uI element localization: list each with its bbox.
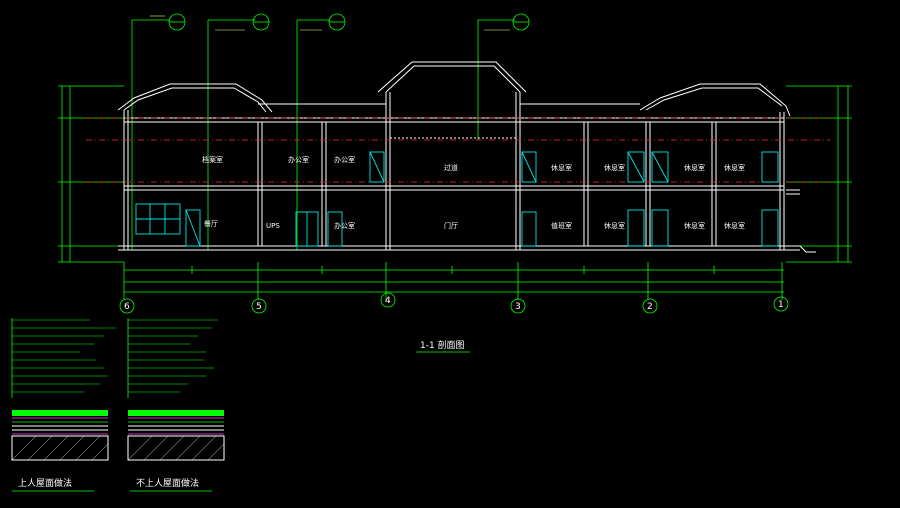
level-lines	[86, 117, 830, 183]
svg-text:4: 4	[385, 296, 391, 306]
building-section	[117, 61, 816, 253]
svg-text:1: 1	[778, 300, 784, 310]
svg-text:2: 2	[647, 302, 653, 312]
roof-notes-left	[11, 318, 116, 398]
svg-text:1-1 剖面图: 1-1 剖面图	[420, 339, 465, 351]
room-label: 门厅	[444, 221, 458, 230]
room-label: 过道	[444, 163, 458, 172]
drawing-title: 1-1 剖面图	[416, 339, 470, 353]
axis-bubbles: 6 5 4 3 2 1	[119, 292, 789, 314]
room-label: UPS	[266, 222, 280, 230]
top-callouts	[131, 13, 530, 250]
roof-detail-title-left: 上人屋面做法	[18, 477, 72, 489]
axis-bubble: 4	[380, 292, 396, 308]
axis-bubble: 6	[119, 298, 135, 314]
room-label: 档案室	[202, 155, 223, 164]
upper-room-labels: 档案室 办公室 办公室 过道 休息室 休息室 休息室 休息室	[202, 155, 745, 172]
roof-detail-title-right: 不上人屋面做法	[136, 477, 199, 489]
windows-doors	[135, 151, 779, 247]
axis-bubble: 1	[773, 296, 789, 312]
roof-detail-right	[127, 410, 225, 461]
room-label: 办公室	[288, 155, 309, 164]
roof-detail-titles: 上人屋面做法 不上人屋面做法	[12, 477, 212, 492]
room-label: 办公室	[334, 221, 355, 230]
room-label: 休息室	[724, 163, 745, 172]
svg-text:5: 5	[256, 302, 262, 312]
axis-bubble: 5	[251, 298, 267, 314]
room-label: 值班室	[551, 221, 572, 230]
room-label: 办公室	[334, 155, 355, 164]
svg-text:3: 3	[515, 302, 521, 312]
room-label: 休息室	[724, 221, 745, 230]
room-label: 休息室	[684, 221, 705, 230]
level-dimensions	[58, 85, 852, 263]
axis-bubble: 3	[510, 298, 526, 314]
roof-detail-left	[11, 410, 109, 461]
room-label: 休息室	[551, 163, 572, 172]
roof-notes-right	[127, 318, 218, 398]
horizontal-dimensions	[123, 262, 784, 300]
lower-room-labels: 餐厅 UPS 办公室 门厅 值班室 休息室 休息室 休息室	[204, 219, 745, 230]
room-label: 休息室	[604, 163, 625, 172]
room-label: 休息室	[684, 163, 705, 172]
room-label: 休息室	[604, 221, 625, 230]
axis-bubble: 2	[642, 298, 658, 314]
svg-text:6: 6	[124, 302, 130, 312]
room-label: 餐厅	[204, 219, 218, 228]
